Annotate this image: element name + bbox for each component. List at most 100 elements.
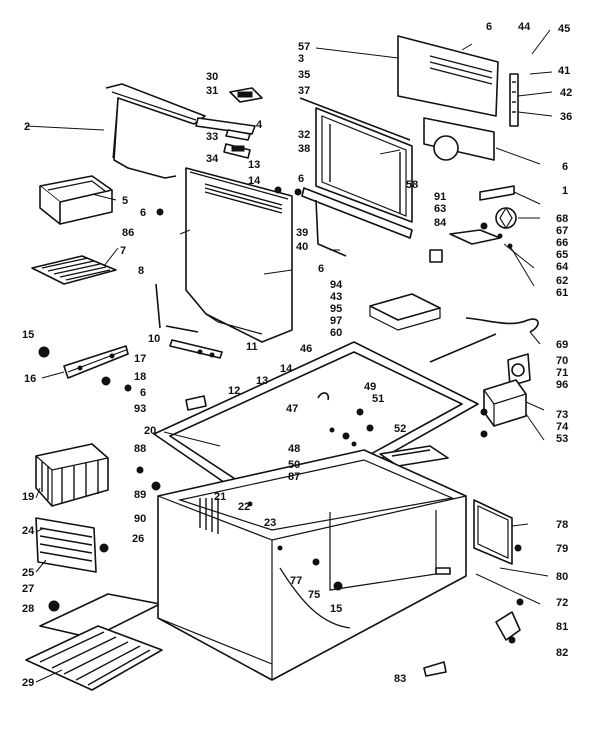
callout-6-c: 6 [562, 161, 568, 173]
small-tray-part [369, 293, 441, 331]
callout-14-b: 14 [280, 363, 293, 375]
callout-27: 27 [22, 583, 34, 595]
callout-26: 26 [132, 533, 144, 545]
callout-74: 74 [556, 421, 569, 433]
relay-parts [429, 229, 513, 263]
callout-14-a: 14 [248, 175, 261, 187]
callout-48: 48 [288, 443, 300, 455]
callout-15-b: 15 [330, 603, 342, 615]
callout-40: 40 [296, 241, 308, 253]
callout-46: 46 [300, 343, 312, 355]
callout-33: 33 [206, 131, 218, 143]
callout-23: 23 [264, 517, 276, 529]
screws-part-6 [136, 186, 302, 507]
callout-22: 22 [238, 501, 250, 513]
thermostat-part-70 [507, 353, 531, 387]
condenser-tube-part [105, 83, 206, 179]
callout-36: 36 [560, 111, 572, 123]
callout-57: 57 [298, 41, 310, 53]
callout-50: 50 [288, 459, 300, 471]
callout-13-a: 13 [248, 159, 260, 171]
rod-parts [155, 283, 223, 359]
callout-16: 16 [24, 373, 36, 385]
callout-20: 20 [144, 425, 156, 437]
callout-61: 61 [556, 287, 568, 299]
callout-44: 44 [518, 21, 531, 33]
evaporator-panel-part [299, 97, 413, 223]
fan-assembly-part [479, 185, 517, 230]
callout-83: 83 [394, 673, 406, 685]
callout-95: 95 [330, 303, 342, 315]
callout-35: 35 [298, 69, 310, 81]
callout-34: 34 [206, 153, 219, 165]
callout-31: 31 [206, 85, 218, 97]
small-grille-part-25 [35, 517, 109, 573]
callout-58: 58 [406, 179, 418, 191]
callout-88: 88 [134, 443, 146, 455]
callout-77: 77 [290, 575, 302, 587]
callout-82: 82 [556, 647, 568, 659]
callout-64: 64 [556, 261, 569, 273]
callout-3: 3 [298, 53, 304, 65]
callout-41: 41 [558, 65, 570, 77]
callout-67: 67 [556, 225, 568, 237]
callout-80: 80 [556, 571, 568, 583]
callout-75: 75 [308, 589, 320, 601]
callout-32: 32 [298, 129, 310, 141]
callout-97: 97 [330, 315, 342, 327]
callout-93: 93 [134, 403, 146, 415]
callout-68: 68 [556, 213, 568, 225]
callout-70: 70 [556, 355, 568, 367]
callout-6-f: 6 [140, 387, 146, 399]
callout-6-d: 6 [298, 173, 304, 185]
callout-18: 18 [134, 371, 146, 383]
small-parts-left [38, 346, 207, 411]
callout-96: 96 [556, 379, 568, 391]
callout-72: 72 [556, 597, 568, 609]
callout-53: 53 [556, 433, 568, 445]
callout-90: 90 [134, 513, 146, 525]
callout-13-b: 13 [256, 375, 268, 387]
callout-39: 39 [296, 227, 308, 239]
callout-8: 8 [138, 265, 144, 277]
callout-84: 84 [434, 217, 447, 229]
callout-7: 7 [120, 245, 126, 257]
angled-rail-part-40 [301, 187, 413, 257]
callout-4: 4 [256, 119, 263, 131]
bracket-rail-part-16 [63, 345, 129, 379]
side-grille-part-78 [473, 499, 522, 565]
grille-shelf-part-7 [31, 255, 117, 285]
callout-91: 91 [434, 191, 446, 203]
callout-labels: 1 2 3 4 5 6 6 6 6 6 6 7 8 10 11 12 13 13… [22, 21, 572, 689]
callout-79: 79 [556, 543, 568, 555]
top-back-panel-part-57 [397, 35, 499, 161]
cabinet-body-part [157, 449, 467, 681]
callout-42: 42 [560, 87, 572, 99]
callout-38: 38 [298, 143, 310, 155]
top-brackets-part [195, 87, 263, 159]
callout-69: 69 [556, 339, 568, 351]
bottom-right-hardware [423, 598, 524, 677]
callout-51: 51 [372, 393, 384, 405]
callout-15-a: 15 [22, 329, 34, 341]
callout-87: 87 [288, 471, 300, 483]
wire-basket-part-19 [35, 443, 109, 507]
callout-62: 62 [556, 275, 568, 287]
callout-89: 89 [134, 489, 146, 501]
callout-47: 47 [286, 403, 298, 415]
callout-94: 94 [330, 279, 343, 291]
control-housing-part [480, 379, 527, 438]
callout-24: 24 [22, 525, 35, 537]
callout-6-b: 6 [486, 21, 492, 33]
callout-2: 2 [24, 121, 30, 133]
callout-52: 52 [394, 423, 406, 435]
callout-43: 43 [330, 291, 342, 303]
callout-71: 71 [556, 367, 568, 379]
callout-66: 66 [556, 237, 568, 249]
tray-part-5 [39, 175, 113, 225]
callout-21: 21 [214, 491, 226, 503]
callout-49: 49 [364, 381, 376, 393]
callout-28: 28 [22, 603, 34, 615]
back-panel-part-86 [185, 167, 293, 343]
